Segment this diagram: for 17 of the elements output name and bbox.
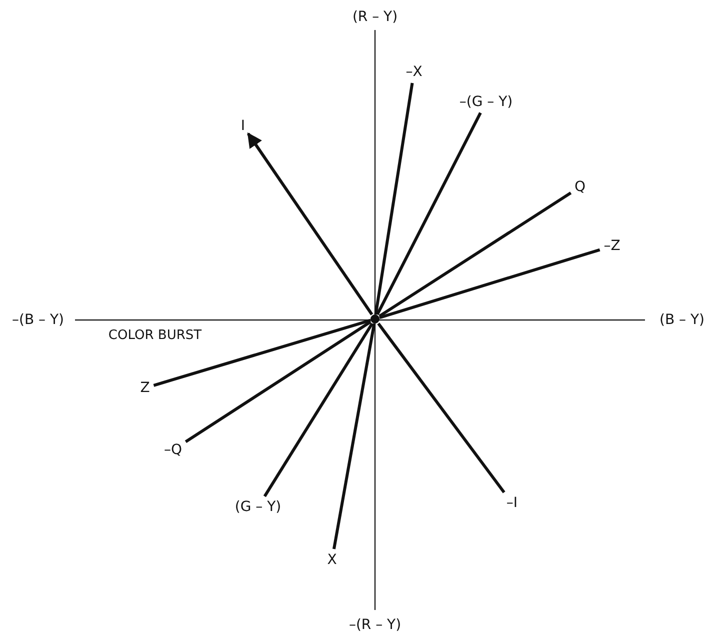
vector-label: –Z <box>602 237 622 255</box>
vector-line <box>246 132 374 316</box>
axis-label: (R – Y) <box>352 9 398 25</box>
vector-label: –(G – Y) <box>457 93 515 111</box>
axis-label: –(R – Y) <box>348 617 402 633</box>
vector-label: I <box>238 117 248 135</box>
axis-label: (B – Y) <box>660 312 704 328</box>
vector-label: Q <box>572 178 588 196</box>
origin-dot <box>370 314 380 324</box>
reference-label: COLOR BURST <box>108 328 202 344</box>
vector-label: –Q <box>162 441 184 459</box>
vector-label: –X <box>404 63 424 81</box>
vector-label: Z <box>138 379 152 397</box>
vector-label: X <box>325 551 339 569</box>
axis-label: –(B – Y) <box>12 312 64 328</box>
vector-label: (G – Y) <box>232 498 284 516</box>
vector-label: –I <box>504 494 520 512</box>
